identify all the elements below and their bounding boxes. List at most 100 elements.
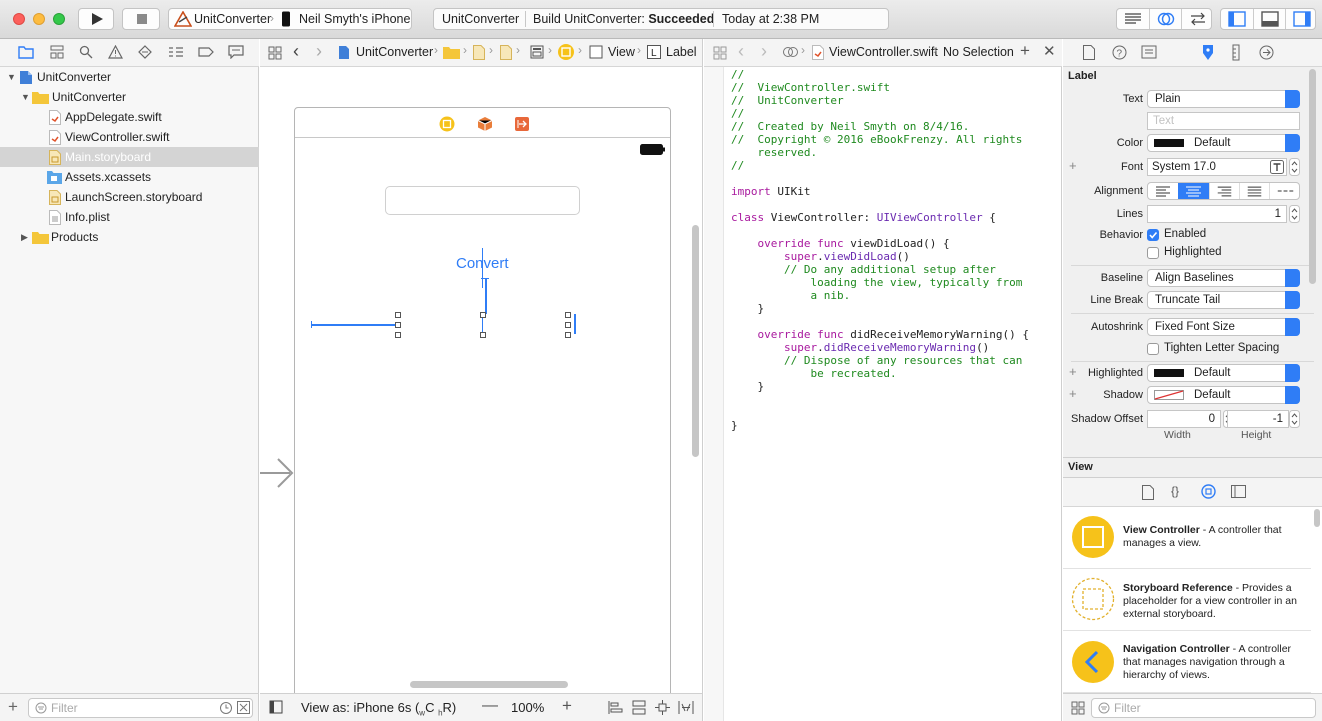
shadow-offset-width-field[interactable]: 0: [1147, 410, 1221, 428]
toggle-navigator-button[interactable]: [1221, 9, 1253, 29]
stepper-icon[interactable]: [1289, 410, 1300, 428]
standard-editor-button[interactable]: [1117, 9, 1149, 29]
disclosure-triangle-icon[interactable]: ▶: [21, 227, 28, 247]
library-scrollbar[interactable]: [1314, 509, 1320, 527]
hierarchy-icon[interactable]: [50, 45, 64, 59]
add-editor-icon[interactable]: +: [1020, 41, 1030, 61]
scheme-selector[interactable]: UnitConverter › Neil Smyth's iPhone: [168, 8, 412, 30]
list-item[interactable]: Storyboard Reference - Provides a placeh…: [1063, 569, 1311, 631]
breadcrumb-project[interactable]: UnitConverter: [356, 45, 433, 59]
align-icon[interactable]: [608, 700, 624, 715]
align-right-icon[interactable]: [1209, 183, 1239, 199]
code-line[interactable]: }: [731, 380, 764, 393]
list-item-selected[interactable]: Main.storyboard: [0, 147, 259, 167]
disclosure-triangle-icon[interactable]: ▼: [21, 87, 30, 107]
storyboard-file-icon[interactable]: [500, 45, 512, 60]
align-natural-icon[interactable]: [1269, 183, 1300, 199]
stack-icon[interactable]: [632, 700, 646, 715]
code-editor[interactable]: //// ViewController.swift// UnitConverte…: [704, 67, 1062, 721]
align-left-icon[interactable]: [1148, 183, 1178, 199]
code-line[interactable]: a nib.: [731, 289, 850, 302]
back-arrow-icon[interactable]: ‹: [293, 41, 299, 62]
vertical-scrollbar[interactable]: [692, 225, 699, 457]
run-button[interactable]: [78, 8, 114, 30]
view-controller-scene[interactable]: Convert: [294, 107, 671, 693]
list-item[interactable]: View Controller - A controller that mana…: [1063, 507, 1311, 569]
view-controller-icon[interactable]: [557, 43, 575, 61]
editor-file-name[interactable]: ViewController.swift: [829, 45, 938, 59]
forward-arrow-icon[interactable]: ›: [761, 41, 767, 62]
view-as-label[interactable]: View as: iPhone 6s (wC hR): [301, 700, 456, 718]
size-inspector-icon[interactable]: [1231, 44, 1241, 61]
back-arrow-icon[interactable]: ‹: [738, 41, 744, 62]
zoom-in-icon[interactable]: +: [562, 696, 572, 716]
horizontal-scrollbar[interactable]: [410, 681, 568, 688]
breakpoint-icon[interactable]: [198, 45, 214, 59]
resize-handle[interactable]: [565, 322, 571, 328]
tighten-checkbox[interactable]: [1147, 343, 1159, 355]
code-line[interactable]: // Copyright © 2016 eBookFrenzy. All rig…: [731, 133, 1022, 146]
list-item[interactable]: Assets.xcassets: [0, 167, 259, 187]
pin-icon[interactable]: [655, 700, 670, 715]
debug-icon[interactable]: [168, 45, 184, 59]
code-line[interactable]: import UIKit: [731, 185, 811, 198]
assistant-mode-icon[interactable]: [782, 45, 800, 59]
assistant-editor-button[interactable]: [1149, 9, 1181, 29]
stop-button[interactable]: [122, 8, 160, 30]
linebreak-popup[interactable]: Truncate Tail: [1147, 291, 1300, 309]
view-controller-icon[interactable]: [439, 116, 455, 132]
code-line[interactable]: reserved.: [731, 146, 817, 159]
minimize-window-button[interactable]: [33, 13, 45, 25]
code-line[interactable]: // Do any additional setup after: [731, 263, 996, 276]
zoom-out-icon[interactable]: —: [482, 697, 498, 715]
list-item[interactable]: Navigation Controller - A controller tha…: [1063, 631, 1311, 693]
selected-label-line[interactable]: [312, 324, 398, 326]
align-center-button[interactable]: [1178, 183, 1209, 199]
list-item[interactable]: Info.plist: [0, 207, 259, 227]
help-icon[interactable]: ?: [1112, 45, 1127, 60]
file-template-icon[interactable]: [1142, 485, 1154, 500]
clock-icon[interactable]: [219, 701, 233, 715]
shadow-popup[interactable]: Default: [1147, 386, 1300, 404]
related-items-icon[interactable]: [268, 46, 282, 60]
label-icon[interactable]: L: [647, 45, 661, 59]
view-icon[interactable]: [589, 45, 603, 59]
list-item[interactable]: AppDelegate.swift: [0, 107, 259, 127]
warning-icon[interactable]: [108, 45, 123, 59]
report-icon[interactable]: [228, 45, 244, 59]
code-line[interactable]: super.viewDidLoad(): [731, 250, 910, 263]
object-library-icon[interactable]: [1201, 484, 1216, 499]
test-diamond-icon[interactable]: [138, 45, 152, 59]
resize-handle[interactable]: [395, 322, 401, 328]
list-item[interactable]: ▼ UnitConverter: [0, 67, 259, 87]
resize-handle[interactable]: [565, 312, 571, 318]
code-line[interactable]: super.didReceiveMemoryWarning(): [731, 341, 989, 354]
shadow-offset-height-field[interactable]: -1: [1227, 410, 1289, 428]
selected-label-line[interactable]: [574, 314, 576, 334]
zoom-window-button[interactable]: [53, 13, 65, 25]
code-line[interactable]: // Created by Neil Smyth on 8/4/16.: [731, 120, 969, 133]
grid-view-icon[interactable]: [1071, 701, 1085, 715]
code-line[interactable]: override func viewDidLoad() {: [731, 237, 950, 250]
storyboard-file-icon[interactable]: [473, 45, 485, 60]
highlighted-checkbox[interactable]: [1147, 247, 1159, 259]
color-popup[interactable]: Default: [1147, 134, 1300, 152]
list-item[interactable]: ViewController.swift: [0, 127, 259, 147]
inspector-scrollbar[interactable]: [1309, 69, 1316, 284]
version-editor-button[interactable]: [1181, 9, 1213, 29]
code-line[interactable]: }: [731, 419, 738, 432]
resize-handle[interactable]: [395, 312, 401, 318]
code-line[interactable]: class ViewController: UIViewController {: [731, 211, 996, 224]
font-picker-icon[interactable]: [1270, 160, 1284, 174]
text-field[interactable]: [385, 186, 580, 215]
toggle-debug-area-button[interactable]: [1253, 9, 1285, 29]
code-line[interactable]: loading the view, typically from: [731, 276, 1022, 289]
selected-element-bar[interactable]: [485, 278, 487, 314]
code-line[interactable]: //: [731, 68, 744, 81]
text-type-popup[interactable]: Plain: [1147, 90, 1300, 108]
resize-handle[interactable]: [480, 332, 486, 338]
lines-field[interactable]: 1: [1147, 205, 1287, 223]
document-outline-icon[interactable]: [269, 700, 283, 714]
file-inspector-icon[interactable]: [1083, 45, 1095, 60]
stepper-icon[interactable]: [1289, 158, 1300, 176]
